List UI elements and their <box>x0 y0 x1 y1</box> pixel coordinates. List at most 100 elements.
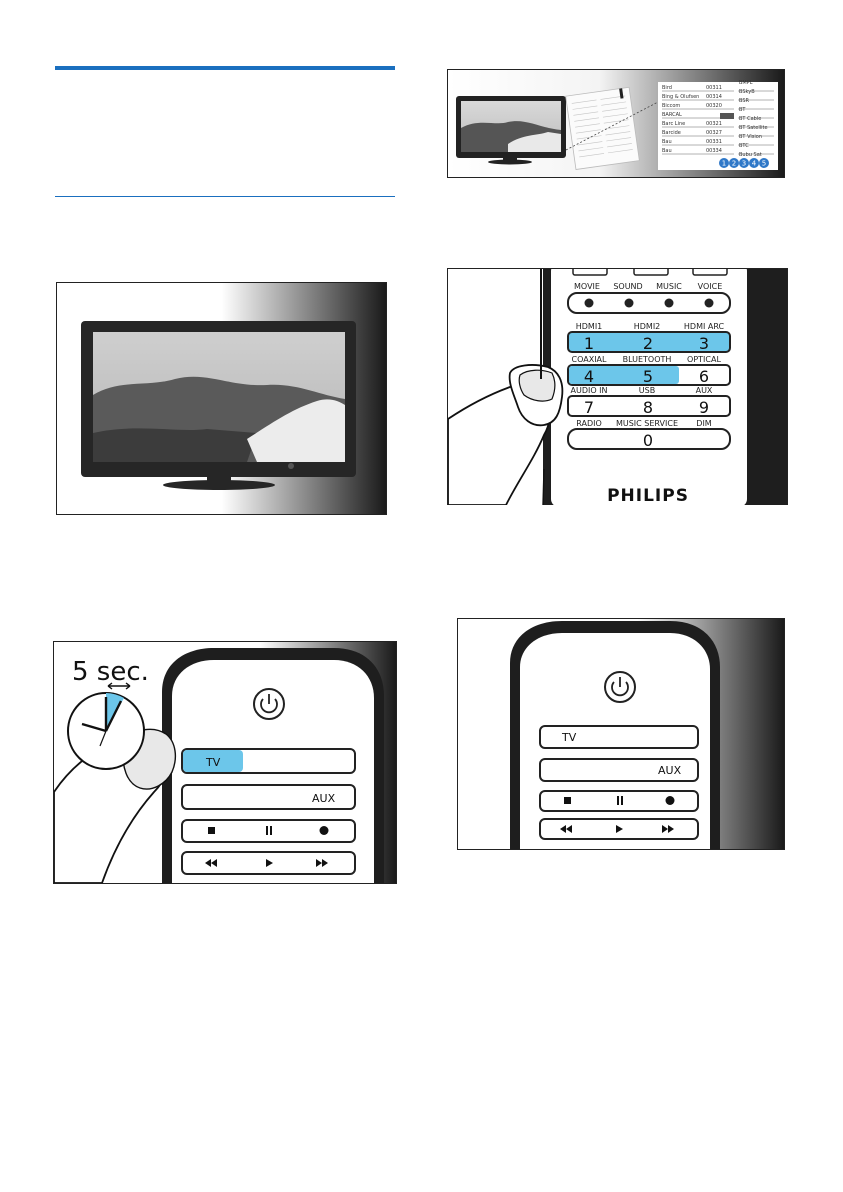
remote-idle-illustration: TV AUX <box>457 618 785 850</box>
music-button-dot[interactable] <box>664 298 674 308</box>
brand-name: Bau <box>662 148 672 154</box>
step-badge <box>759 158 769 168</box>
transport-row[interactable] <box>181 819 356 843</box>
movie-button-dot[interactable] <box>584 298 594 308</box>
movie-label: MOVIE <box>574 282 600 291</box>
step-badge <box>739 158 749 168</box>
tv-button-label: TV <box>205 756 221 769</box>
philips-logo: PHILIPS <box>607 486 689 505</box>
provider-name: Bubu Sat <box>739 152 762 158</box>
duration-arrow-icon <box>107 682 131 690</box>
hdmi-button-row[interactable] <box>567 331 731 353</box>
step-number: 1 <box>722 160 726 168</box>
provider-name: BT Satellite <box>739 125 768 131</box>
pause-icon[interactable] <box>266 826 268 835</box>
digit-8-button[interactable]: 8 <box>643 398 653 417</box>
step-number: 2 <box>732 160 736 168</box>
provider-name: BSkyB <box>739 89 755 95</box>
provider-name: BSR <box>739 98 750 104</box>
aux-button[interactable] <box>539 758 699 782</box>
tv-illustration <box>56 282 387 515</box>
digit-7-button[interactable]: 7 <box>584 398 594 417</box>
voice-label: VOICE <box>698 282 723 291</box>
step-number: 4 <box>752 160 757 168</box>
fast-forward-icon[interactable] <box>316 859 328 867</box>
pause-icon[interactable] <box>617 796 619 805</box>
brand-name: BARCAL <box>662 112 682 118</box>
brand-code: 00321 <box>706 121 722 127</box>
voice-button-dot[interactable] <box>704 298 714 308</box>
rewind-icon[interactable] <box>560 825 572 833</box>
play-icon[interactable] <box>616 825 623 833</box>
brand-name: Bau <box>662 139 672 145</box>
code-list-illustration: Bird 00311 Bing & Olufsen 00314 Biccom 0… <box>447 69 785 178</box>
step-number: 3 <box>742 160 746 168</box>
brand-name: Bing & Olufsen <box>662 94 699 100</box>
power-icon <box>611 681 629 697</box>
digit-9-button[interactable]: 9 <box>699 398 709 417</box>
music-service-label: MUSIC SERVICE <box>616 419 678 428</box>
digit-1-button[interactable]: 1 <box>584 334 594 353</box>
step-badge <box>729 158 739 168</box>
power-icon <box>260 698 278 714</box>
brand-code: 00311 <box>706 85 722 91</box>
aux-button-label: AUX <box>312 792 336 805</box>
section-rule-bottom <box>55 196 395 197</box>
rewind-icon[interactable] <box>205 859 217 867</box>
step-badge <box>749 158 759 168</box>
digit-2-button[interactable]: 2 <box>643 334 653 353</box>
fast-forward-icon[interactable] <box>662 825 674 833</box>
coaxial-label: COAXIAL <box>572 355 608 364</box>
tv-button[interactable] <box>539 725 699 749</box>
provider-name: BT Vision <box>739 134 762 140</box>
audio-in-label: AUDIO IN <box>570 386 607 395</box>
brand-code: 00334 <box>706 148 722 154</box>
stop-icon[interactable] <box>208 827 215 834</box>
brand-name: Bird <box>662 85 672 91</box>
aux-button[interactable] <box>181 784 356 810</box>
brand-name: Barc Line <box>662 121 685 127</box>
brand-name: Barcide <box>662 130 681 136</box>
play-icon[interactable] <box>266 859 273 867</box>
provider-name: BMPL <box>739 80 753 86</box>
sound-button-dot[interactable] <box>624 298 634 308</box>
aux-button-label: AUX <box>658 764 682 777</box>
record-icon[interactable] <box>319 826 329 835</box>
step-badge <box>719 158 729 168</box>
mode-button-row[interactable] <box>567 292 731 314</box>
stop-icon[interactable] <box>564 797 571 804</box>
step-number: 5 <box>762 160 766 168</box>
tv-button-progress <box>183 750 243 772</box>
hdmi-arc-label: HDMI ARC <box>684 322 725 331</box>
tv-stand <box>163 480 275 490</box>
sound-label: SOUND <box>613 282 642 291</box>
digit-6-button[interactable]: 6 <box>699 367 709 386</box>
aux-label: AUX <box>696 386 713 395</box>
bluetooth-label: BLUETOOTH <box>623 355 672 364</box>
digit-0-button[interactable]: 0 <box>643 431 653 450</box>
tv-button-label: TV <box>561 731 577 744</box>
audio-button-row[interactable] <box>567 395 731 417</box>
record-icon[interactable] <box>665 796 675 805</box>
digit-3-button[interactable]: 3 <box>699 334 709 353</box>
digit-5-button[interactable]: 5 <box>643 367 653 386</box>
brand-code: 00320 <box>706 103 722 109</box>
brand-code: 00314 <box>706 94 722 100</box>
radio-label: RADIO <box>576 419 602 428</box>
usb-label: USB <box>639 386 655 395</box>
radio-button-row[interactable] <box>567 428 731 450</box>
brand-code: 00327 <box>706 130 722 136</box>
optical-label: OPTICAL <box>687 355 721 364</box>
digit-4-button[interactable]: 4 <box>584 367 594 386</box>
music-label: MUSIC <box>656 282 682 291</box>
brand-name: Biccom <box>662 103 680 109</box>
dim-label: DIM <box>696 419 712 428</box>
section-rule-top <box>55 66 395 70</box>
remote-source-illustration: MOVIE SOUND MUSIC VOICE HDMI1 HDMI2 HDMI… <box>447 268 788 505</box>
provider-name: BT Cable <box>739 116 761 122</box>
hdmi1-label: HDMI1 <box>576 322 603 331</box>
provider-name: BT <box>739 107 746 113</box>
hold-duration-label: 5 sec. <box>72 657 149 687</box>
hold-tv-illustration: TV AUX 5 sec. <box>53 641 397 884</box>
provider-name: BTC <box>739 143 749 149</box>
